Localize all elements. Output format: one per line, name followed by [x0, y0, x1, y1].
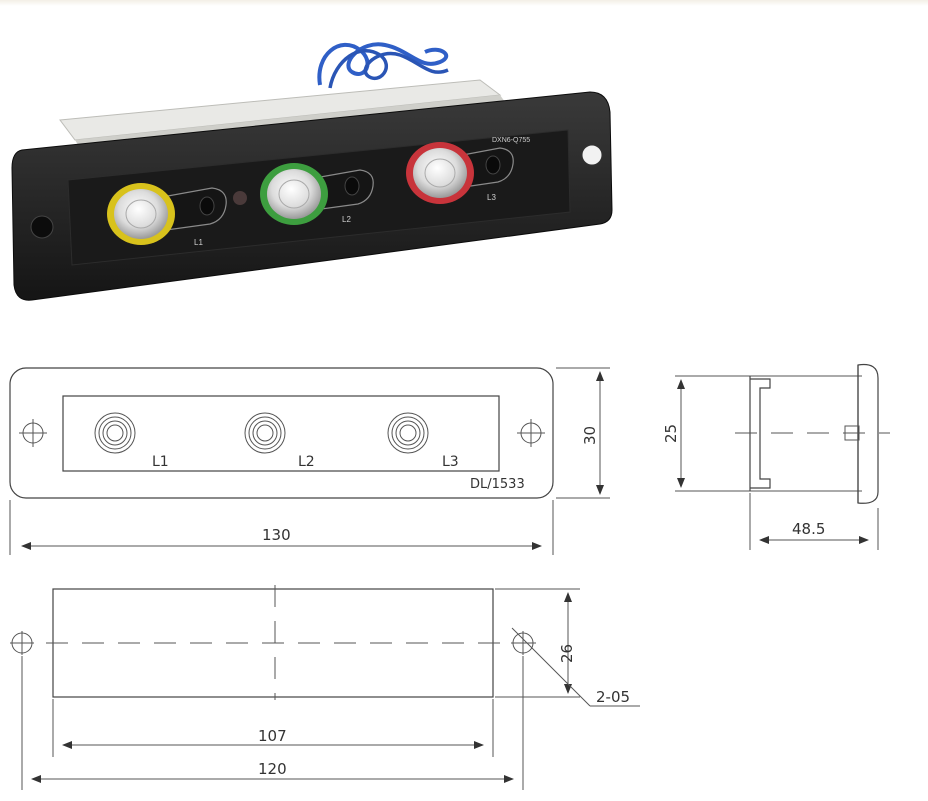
- front-label-l2: L2: [298, 454, 315, 470]
- product-photo: DXN6-Q755 L1 L2 L3: [11, 42, 613, 301]
- front-outline: [9, 367, 554, 499]
- front-label-l1: L1: [152, 454, 169, 470]
- mount-hole-left: [30, 215, 54, 239]
- front-lamp-l2: [244, 412, 286, 454]
- top-band: [0, 0, 928, 6]
- status-led: [233, 191, 247, 205]
- cutout-view-drawing: 26 2-05 107 120: [10, 585, 640, 790]
- front-code-label: DL/1533: [470, 477, 525, 492]
- side-lamp-stub: [844, 425, 860, 441]
- front-lamp-l1: [94, 412, 136, 454]
- cutout-height-dim: 26: [558, 644, 576, 663]
- mount-hole-right: [581, 144, 603, 166]
- cutout-width-dim: 107: [258, 727, 287, 745]
- wire-bundle: [317, 42, 449, 89]
- front-mount-left: [19, 419, 47, 447]
- side-depth-dim: 48.5: [792, 520, 825, 538]
- front-label-l3: L3: [442, 454, 459, 470]
- indicator-l1-label: L1: [194, 238, 203, 247]
- indicator-l2-label: L2: [342, 215, 351, 224]
- indicator-l1: L1: [107, 183, 227, 247]
- indicator-l2: L2: [260, 163, 374, 225]
- cutout-hole-right: [511, 631, 535, 655]
- model-label: DXN6-Q755: [492, 137, 530, 144]
- front-lamp-l3: [387, 412, 429, 454]
- cutout-hole-note: 2-05: [596, 688, 630, 706]
- side-height-dim: 25: [662, 424, 680, 443]
- front-mount-right: [517, 419, 545, 447]
- front-window: [62, 395, 500, 472]
- indicator-l3-label: L3: [487, 193, 496, 202]
- front-height-dim: 30: [581, 426, 599, 445]
- side-clip: [750, 378, 771, 489]
- cutout-hole-left: [10, 631, 34, 655]
- front-width-dim: 130: [262, 526, 291, 544]
- front-view-drawing: L1 L2 L3 DL/1533 30 130: [9, 367, 610, 555]
- side-view-drawing: 25 48.5: [662, 363, 890, 550]
- indicator-l3: L3: [406, 142, 514, 204]
- cutout-hole-spacing-dim: 120: [258, 760, 287, 778]
- side-bezel: [857, 363, 879, 504]
